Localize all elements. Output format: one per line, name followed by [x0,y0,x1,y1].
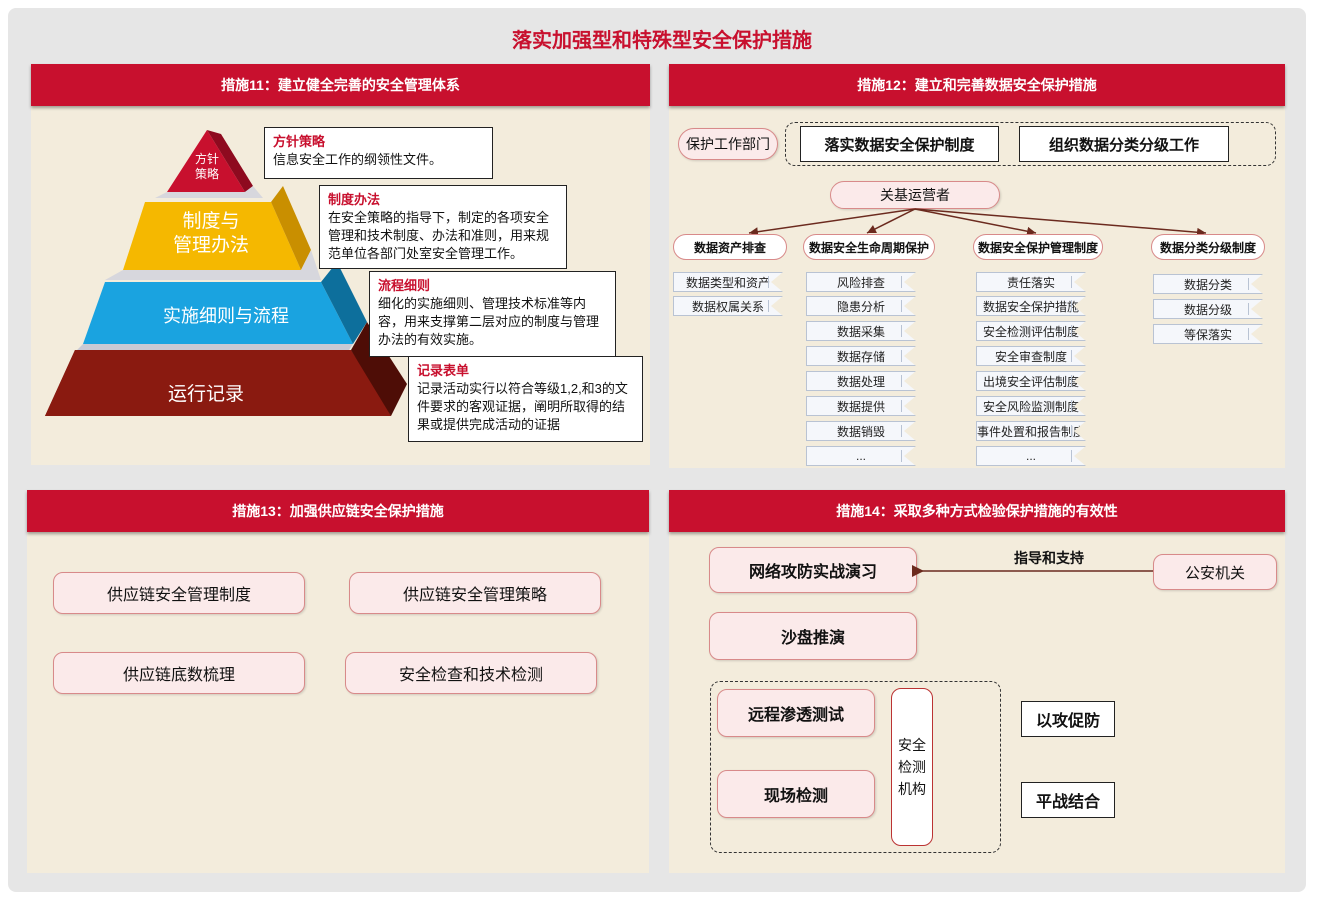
col-head-asset: 数据资产排查 [673,234,787,260]
desc-box-rules: 制度办法 在安全策略的指导下，制定的各项安全管理和技术制度、办法和准则，用来规范… [319,185,567,269]
slogan-peace-war-combined: 平战结合 [1021,782,1115,818]
list-item: 安全检测评估制度 [976,321,1086,341]
col-head-management: 数据安全保护管理制度 [973,234,1103,260]
list-item: 数据处理 [806,371,916,391]
guide-label: 指导和支持 [1014,550,1084,566]
pyramid-level-1-label: 方针 策略 [194,152,219,181]
desc-box-process: 流程细则 细化的实施细则、管理技术标准等内容，用来支撑第二层对应的制度与管理办法… [369,271,616,357]
desc-box-policy-text: 信息安全工作的纲领性文件。 [273,152,443,167]
list-item: 数据销毁 [806,421,916,441]
col-head-lifecycle: 数据安全生命周期保护 [803,234,935,260]
desc-box-records-text: 记录活动实行以符合等级1,2,和3的文件要求的客观证据，阐明所取得的结果或提供完… [417,381,628,432]
operator-box: 关基运营者 [830,181,1000,209]
list-item: 安全审查制度 [976,346,1086,366]
dept-group-outline [785,122,1276,166]
page-title: 落实加强型和特殊型安全保护措施 [512,30,812,52]
list-item: 数据权属关系 [673,296,783,316]
list-item: 数据类型和资产 [673,272,783,292]
list-item: 隐患分析 [806,296,916,316]
desc-box-rules-title: 制度办法 [328,192,381,207]
pyramid-level-4-label: 运行记录 [167,384,244,405]
list-item: 风险排查 [806,272,916,292]
panel-13-header: 措施13：加强供应链安全保护措施 [27,490,649,532]
supply-chain-item: 供应链安全管理策略 [349,572,601,614]
sandbox-exercise: 沙盘推演 [709,612,917,660]
list-item: ... [976,446,1086,466]
testing-agency-label: 安全 检测 机构 [898,737,926,797]
slogan-attack-promote-defense: 以攻促防 [1021,701,1115,737]
guide-arrow [912,565,1153,577]
list-item: 数据提供 [806,396,916,416]
data-classification-box: 组织数据分类分级工作 [1019,126,1229,162]
police-box: 公安机关 [1153,554,1277,590]
panel-measure-12: 措施12：建立和完善数据安全保护措施 保护工作部门 落实数据安全保护制度 组织数… [669,64,1285,468]
list-item: 数据分级 [1153,299,1263,319]
desc-box-rules-text: 在安全策略的指导下，制定的各项安全管理和技术制度、办法和准则，用来规范单位各部门… [328,210,550,261]
onsite-testing: 现场检测 [717,770,875,818]
remote-pentest: 远程渗透测试 [717,689,875,737]
desc-box-records-title: 记录表单 [417,363,470,378]
desc-box-process-title: 流程细则 [378,278,431,293]
supply-chain-item: 安全检查和技术检测 [345,652,597,694]
desc-box-records: 记录表单 记录活动实行以符合等级1,2,和3的文件要求的客观证据，阐明所取得的结… [408,356,643,442]
supply-chain-item: 供应链底数梳理 [53,652,305,694]
testing-agency: 安全 检测 机构 [891,688,933,846]
data-protection-box: 落实数据安全保护制度 [800,126,999,162]
panel-measure-13: 措施13：加强供应链安全保护措施 供应链安全管理制度 供应链安全管理策略 供应链… [27,490,649,873]
pyramid-diagram [45,130,407,416]
list-item: 数据安全保护措施 [976,296,1086,316]
agency-group-outline [710,681,1001,853]
supply-chain-item: 供应链安全管理制度 [53,572,305,614]
list-item: ... [806,446,916,466]
pyramid-level-3-label: 实施细则与流程 [163,306,289,326]
panel-measure-11: 措施11：建立健全完善的安全管理体系 方针 策略 制度与 管理办法 实施细则与流… [31,64,650,465]
list-item: 等保落实 [1153,324,1263,344]
list-item: 数据采集 [806,321,916,341]
panel-14-header: 措施14：采取多种方式检验保护措施的有效性 [669,490,1285,532]
desc-box-policy-title: 方针策略 [273,134,326,149]
col-head-classification: 数据分类分级制度 [1151,234,1265,260]
protection-dept: 保护工作部门 [678,128,778,160]
attack-defense-drill: 网络攻防实战演习 [709,547,917,593]
desc-box-policy: 方针策略 信息安全工作的纲领性文件。 [264,127,493,179]
pyramid-level-2-label: 制度与 管理办法 [172,211,249,256]
list-item: 事件处置和报告制度 [976,421,1086,441]
panel-12-header: 措施12：建立和完善数据安全保护措施 [669,64,1285,106]
panel-measure-14: 措施14：采取多种方式检验保护措施的有效性 网络攻防实战演习 指导和支持 公安机… [669,490,1285,873]
desc-box-process-text: 细化的实施细则、管理技术标准等内容，用来支撑第二层对应的制度与管理办法的有效实施… [378,296,600,347]
list-item: 数据存储 [806,346,916,366]
list-item: 数据分类 [1153,274,1263,294]
list-item: 责任落实 [976,272,1086,292]
list-item: 出境安全评估制度 [976,371,1086,391]
list-item: 安全风险监测制度 [976,396,1086,416]
operator-connectors [748,208,1207,237]
panel-11-header: 措施11：建立健全完善的安全管理体系 [31,64,650,106]
